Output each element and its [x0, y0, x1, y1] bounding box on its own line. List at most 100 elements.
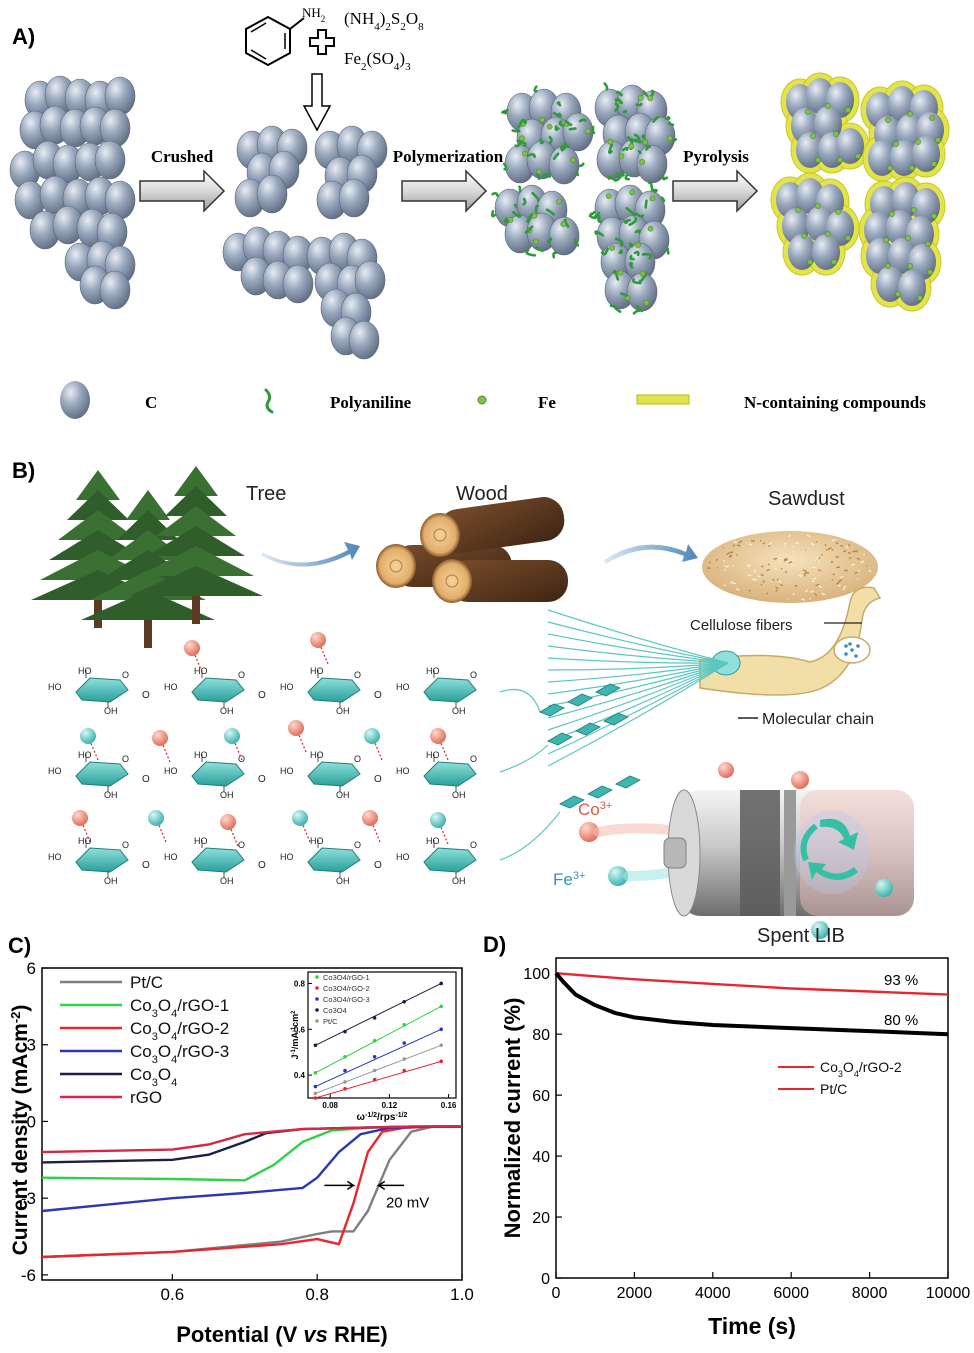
legend-label: Pt/C: [820, 1081, 847, 1097]
amine-label: NH: [302, 5, 321, 20]
fe-particle: [647, 225, 654, 232]
fe-particle: [607, 138, 614, 145]
hydroxyl-label: HO: [164, 682, 178, 692]
polyaniline-strand: [633, 133, 641, 142]
sawdust-speck: [854, 571, 858, 575]
svg-text:HO: HO: [310, 666, 324, 676]
chain-ribbon: [547, 732, 573, 746]
inset-legend-label: Pt/C: [323, 1017, 338, 1026]
y-tick-label: 20: [532, 1210, 550, 1227]
x-tick-label: 0.8: [305, 1285, 329, 1304]
chain-ribbon: [575, 722, 601, 736]
inset-point: [402, 1057, 407, 1061]
fiber-strand: [547, 662, 729, 743]
sawdust-speck: [868, 569, 872, 573]
shift-arrow-right: [376, 1180, 405, 1191]
fe-particle: [637, 94, 644, 101]
sawdust-speck: [760, 583, 763, 586]
tree-foliage: [58, 510, 138, 540]
sawdust-speck: [753, 578, 758, 581]
fe-particle: [519, 135, 525, 142]
inset-legend-marker: [315, 1019, 319, 1023]
sawdust-speck: [766, 592, 769, 595]
svg-text:Fe2(SO4)3: Fe2(SO4)3: [344, 49, 411, 73]
svg-text:Polymerization: Polymerization: [393, 147, 504, 166]
sawdust-speck: [736, 544, 741, 547]
legend-label: Co3O4/rGO-3: [130, 1042, 229, 1066]
inset-point: [402, 1041, 407, 1045]
polyaniline-strand: [518, 185, 522, 193]
fiber-dot: [844, 644, 848, 648]
inset-y-label: J-1/mA-1cm2: [290, 1010, 300, 1060]
down-arrow-icon: [302, 73, 332, 132]
fe-particle: [609, 245, 616, 251]
fe-particle: [831, 259, 837, 265]
fiber-dot: [850, 648, 854, 652]
sawdust-speck: [773, 557, 778, 560]
panel-b: B) Tree Wood Sawdust: [12, 458, 914, 947]
inset-point: [313, 1091, 318, 1096]
sawdust-speck: [777, 579, 782, 583]
y-tick-label: -3: [21, 1189, 36, 1208]
fiber-strand: [547, 662, 729, 671]
polyaniline-strand: [511, 129, 521, 133]
polyaniline-strand: [548, 135, 553, 145]
hydroxyl-label: HO: [396, 682, 410, 692]
polyaniline-strand: [629, 254, 635, 261]
sawdust-speck: [789, 562, 794, 566]
chain-link: [499, 811, 561, 861]
polyaniline-strand: [525, 249, 537, 257]
oxygen-bridge: O: [258, 690, 266, 701]
svg-text:O: O: [354, 754, 361, 764]
hydroxyl-label: HO: [396, 852, 410, 862]
sawdust-speck: [815, 540, 818, 543]
fiber-dot: [854, 654, 858, 658]
fe-particle: [810, 133, 816, 139]
inset-point: [313, 1096, 318, 1100]
inset-legend-label: Co3O4/rGO-1: [323, 973, 370, 982]
svg-text:OH: OH: [336, 790, 350, 800]
sawdust-speck: [842, 549, 847, 553]
fe-particle: [628, 143, 635, 150]
co-ion: [288, 720, 304, 736]
inset-point: [402, 1068, 407, 1073]
sawdust-speck: [814, 559, 817, 562]
oxygen-bridge: O: [374, 774, 382, 785]
hydroxyl-label: HO: [280, 852, 294, 862]
oxygen-bridge: O: [374, 860, 382, 871]
carbon-sphere: [548, 145, 580, 185]
polyaniline-strand: [513, 203, 518, 209]
tree-foliage: [81, 590, 215, 620]
tree-foliage: [138, 546, 254, 576]
polyaniline-strand: [628, 216, 638, 227]
polyaniline-strand: [641, 134, 646, 140]
inset-point: [343, 1029, 347, 1034]
chain-ribbon: [615, 775, 641, 789]
sawdust-speck: [831, 539, 836, 542]
sawdust-speck: [802, 569, 807, 572]
sawdust-speck: [837, 579, 843, 583]
fe-particle: [642, 139, 649, 146]
fe-particle: [907, 111, 913, 117]
aniline-structure: NH2: [245, 5, 325, 67]
series-line: [554, 971, 949, 1037]
polyaniline-strand: [531, 191, 540, 202]
sawdust-speck: [722, 547, 725, 549]
svg-text:OH: OH: [104, 876, 118, 886]
fiber-strand: [547, 662, 729, 731]
svg-text:O: O: [238, 670, 245, 680]
inset-legend-marker: [315, 1008, 319, 1012]
x-tick-label: 8000: [852, 1285, 888, 1302]
svg-text:N-containing compounds: N-containing compounds: [744, 393, 926, 412]
fe-particle: [539, 116, 545, 123]
oxygen-bridge: O: [142, 774, 150, 785]
retention-annotation-black: 80 %: [884, 1012, 918, 1029]
fiber-dot: [844, 652, 848, 656]
plus-icon: [309, 29, 335, 55]
fe-particle: [909, 165, 915, 171]
pyrolyzed-group: [780, 72, 870, 174]
fe-particle: [855, 153, 861, 159]
